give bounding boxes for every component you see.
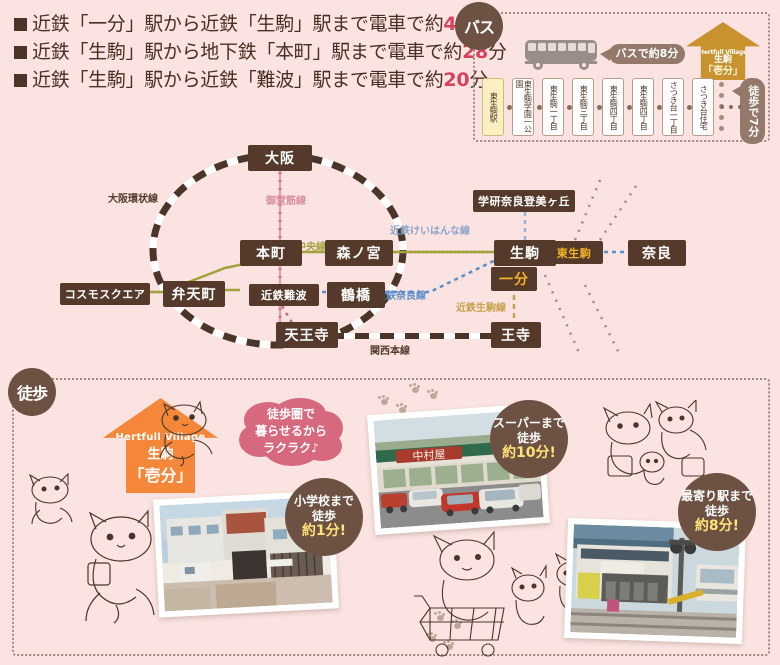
bus-stop: 東生駒駅 [482, 78, 504, 136]
station-label[interactable]: 東生駒 [545, 241, 603, 264]
access-line: 近鉄「生駒」駅から近鉄「難波」駅まで電車で約20分 [14, 66, 488, 94]
walkable-area-bubble: 徒歩圏で 暮らせるから ラクラク♪ [238, 396, 344, 468]
svg-text:中村屋: 中村屋 [412, 447, 446, 463]
paw-print-icon [427, 389, 439, 399]
bus-section-frame [473, 12, 770, 142]
bus-route-trailing-dot [729, 105, 733, 109]
bus-route-trailing-dot [738, 105, 742, 109]
walk-badge-line: 約1分! [301, 522, 347, 539]
access-line-text: 近鉄「生駒」駅から近鉄「難波」駅まで電車で約 [32, 69, 444, 92]
access-line: 近鉄「生駒」駅から地下鉄「本町」駅まで電車で約28分 [14, 38, 507, 66]
walk-badge-line: 徒歩 [311, 508, 336, 523]
house-brand: Hertfull Village [699, 49, 747, 57]
bus-route-stop-list: 東生駒駅東生駒学園一公園東生駒一丁目東生駒三丁目東生駒四丁目東生駒四丁目さつき台… [482, 78, 742, 140]
house-name: 「壱分」 [703, 65, 743, 77]
station-label[interactable]: 森ノ宮 [325, 240, 393, 266]
bus-stop-connector-dot [507, 105, 512, 110]
house-brand: Hertfull Village [115, 432, 206, 443]
station-label[interactable]: 天王寺 [276, 322, 338, 348]
rail-network-map: 大阪本町森ノ宮コスモスクエア弁天町近鉄難波鶴橋天王寺学研奈良登美ヶ丘生駒東生駒奈… [0, 140, 780, 365]
bus-stop-connector-dot [687, 105, 692, 110]
bus-stop: 東生駒三丁目 [572, 78, 594, 136]
paw-print-icon [433, 611, 445, 622]
rail-line-label: 関西本線 [370, 346, 410, 357]
station-label[interactable]: 本町 [240, 240, 302, 266]
walk-section-badge: 徒歩 [8, 368, 56, 416]
cloud-bubble-line: 徒歩圏で [266, 407, 315, 421]
nearest-station-photo [563, 517, 747, 645]
station-label[interactable]: 王寺 [491, 322, 541, 348]
walk-badge-line: 約8分! [694, 517, 740, 534]
paw-print-icon [377, 395, 389, 406]
access-line-text: 近鉄「生駒」駅から地下鉄「本町」駅まで電車で約 [32, 41, 463, 64]
bus-stop: 東生駒四丁目 [602, 78, 624, 136]
house-city: 生駒 [713, 55, 732, 66]
bus-section-badge: バス [455, 2, 503, 50]
supermarket-photo: 中村屋 [367, 403, 550, 535]
access-minutes: 4 [443, 13, 457, 35]
walk-duration-badge: 最寄り駅まで徒歩約8分! [678, 473, 756, 551]
bus-stop: 東生駒四丁目 [632, 78, 654, 136]
rail-line-label: 中央線 [296, 242, 326, 253]
station-label[interactable]: 鶴橋 [327, 282, 385, 308]
walk-badge-line: 約10分! [502, 444, 556, 461]
cat-family-doodle [602, 400, 707, 485]
bus-stop: さつき台住宅 [692, 78, 714, 136]
walk-badge-line: 徒歩 [516, 430, 541, 445]
station-label[interactable]: 弁天町 [163, 281, 225, 307]
station-label[interactable]: 学研奈良登美ヶ丘 [473, 190, 575, 212]
station-label[interactable]: コスモスクエア [60, 283, 150, 305]
station-label[interactable]: 近鉄難波 [249, 284, 319, 306]
station-label[interactable]: 大阪 [248, 145, 312, 171]
station-label[interactable]: 一分 [491, 267, 537, 291]
access-line-text: 近鉄「一分」駅から近鉄「生駒」駅まで電車で約 [32, 13, 444, 35]
access-minutes: 20 [443, 69, 470, 92]
access-line: 近鉄「一分」駅から近鉄「生駒」駅まで電車で約4分 [14, 10, 475, 38]
cloud-bubble-shape [239, 398, 343, 466]
bus-stop: 東生駒学園一公園 [512, 78, 534, 136]
bus-stop: 東生駒一丁目 [542, 78, 564, 136]
access-line-suffix: 分 [487, 41, 507, 64]
station-label[interactable]: 奈良 [628, 240, 686, 266]
bullet-icon [14, 46, 27, 60]
bus-duration-speech: バスで約8分 [600, 44, 685, 64]
bus-stop-connector-dot [567, 105, 572, 110]
rail-line-label: 大阪環状線 [108, 194, 158, 205]
bus-walk-duration-speech: 徒歩で7分 [732, 78, 765, 144]
backpack-cat-doodle [85, 509, 155, 624]
bus-stop-connector-dot [627, 105, 632, 110]
paw-print-icon [408, 382, 420, 393]
bullet-icon [14, 74, 27, 88]
walk-badge-line: 小学校まで [293, 494, 354, 509]
rail-line-label: 御堂筋線 [266, 196, 306, 207]
rail-line-label: 近鉄奈良線 [376, 291, 426, 302]
house-name: 「壱分」 [128, 466, 193, 485]
paw-print-icon [443, 640, 455, 651]
access-summary-list: 近鉄「一分」駅から近鉄「生駒」駅まで電車で約4分 近鉄「生駒」駅から地下鉄「本町… [14, 10, 507, 94]
photo-image [570, 524, 740, 638]
rail-line-label: 近鉄けいはんな線 [390, 226, 470, 237]
bus-stop: さつき台一丁目 [662, 78, 684, 136]
walk-badge-line: 徒歩 [704, 503, 729, 518]
running-cat-doodle [159, 400, 213, 467]
paw-print-icon [396, 403, 408, 414]
bullet-icon [14, 18, 27, 31]
walk-badge-line: スーパーまで [493, 416, 565, 431]
walk-section-frame [12, 378, 770, 656]
bus-route-trailing-dot [720, 105, 724, 109]
cloud-bubble-line: ラクラク♪ [263, 441, 319, 456]
walk-badge-line: 最寄り駅まで [680, 489, 753, 504]
walk-duration-badge: 小学校まで徒歩約1分! [285, 478, 363, 556]
photo-image: 中村屋 [373, 409, 544, 529]
bus-stop-connector-dot [597, 105, 602, 110]
bus-stop-connector-dot [657, 105, 662, 110]
cloud-bubble-line: 暮らせるから [255, 424, 327, 439]
bus-stop-connector-dot [537, 105, 542, 110]
small-cat-doodle [28, 472, 73, 525]
walk-duration-badge: スーパーまで徒歩約10分! [490, 400, 568, 478]
rail-line-label: 近鉄生駒線 [456, 303, 506, 314]
bus-icon [525, 40, 597, 70]
